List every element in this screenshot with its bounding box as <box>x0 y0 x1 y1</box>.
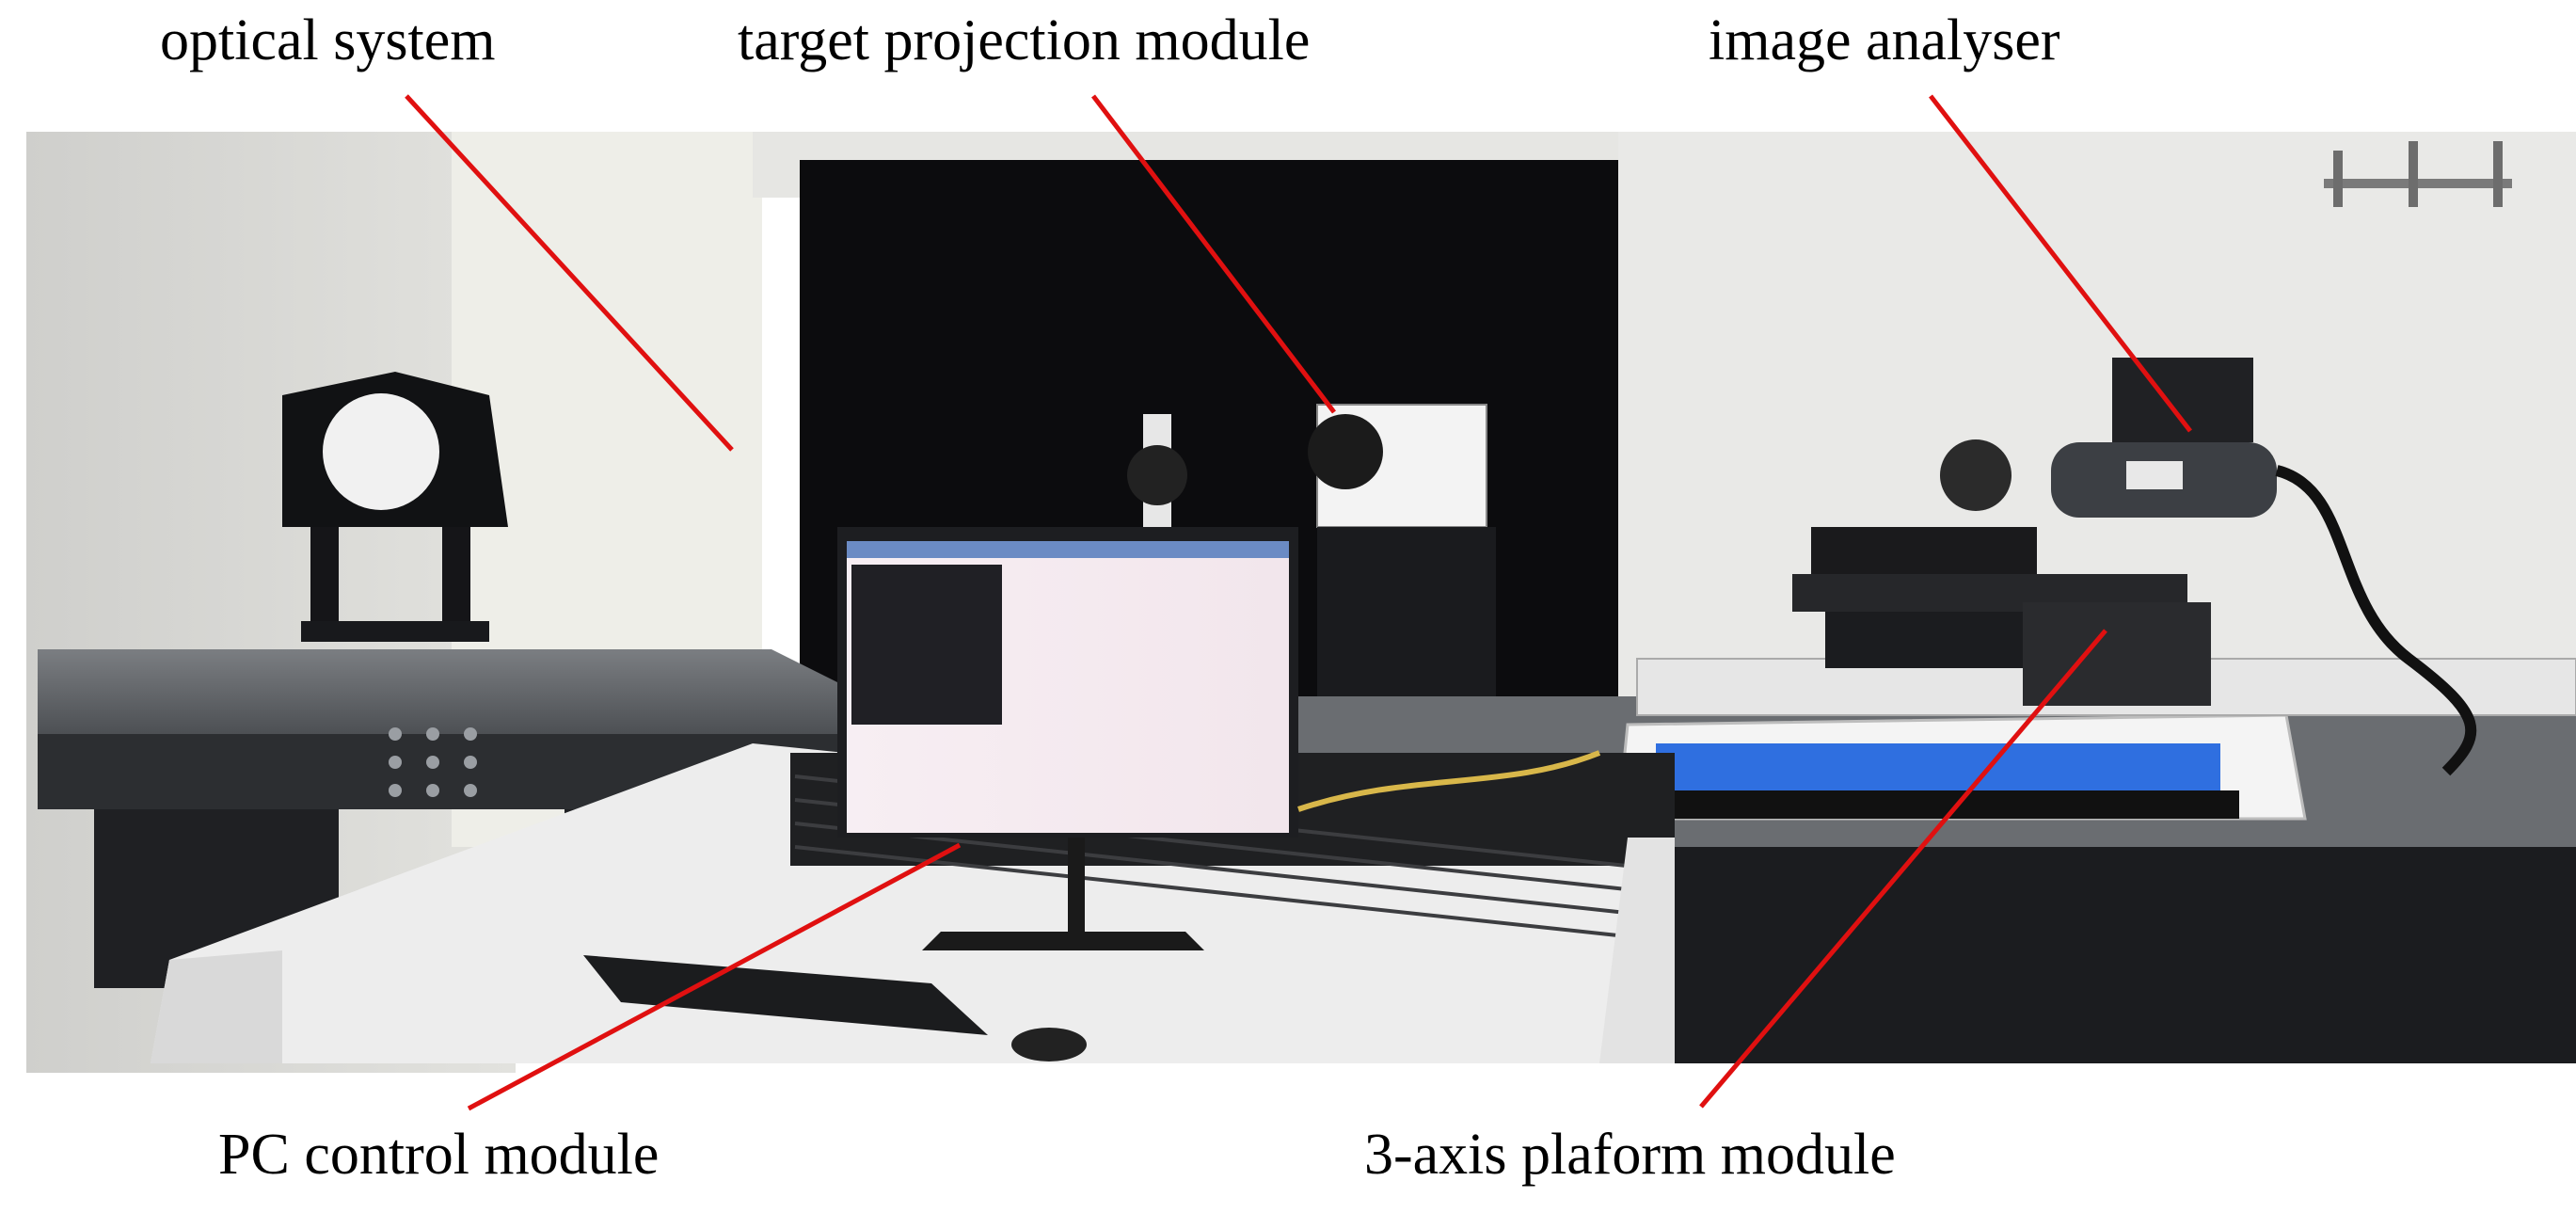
photo <box>26 132 2576 1073</box>
label-pc-control-module: PC control module <box>218 1123 660 1187</box>
table-front-holes <box>389 727 477 797</box>
wall-hooks <box>2324 141 2512 207</box>
keyboard <box>583 955 988 1035</box>
mouse <box>1011 1028 1087 1061</box>
leader-lines <box>405 94 2192 1111</box>
leader-line-optical-system <box>405 94 734 452</box>
leader-line-image-analyser <box>1929 94 2192 433</box>
image-analyser <box>2051 358 2477 776</box>
target-projection-module <box>1127 404 1496 720</box>
label-optical-system: optical system <box>160 8 496 72</box>
optical-system-mount <box>282 372 508 642</box>
leader-line-pc-control <box>467 842 962 1111</box>
three-axis-platform <box>1792 439 2211 706</box>
right-table-body <box>1656 847 2576 1063</box>
leader-line-3-axis-platform <box>1699 629 2107 1109</box>
leader-line-target-projection <box>1091 94 1336 414</box>
label-image-analyser: image analyser <box>1709 8 2060 72</box>
cables <box>1297 750 1601 812</box>
label-3-axis-platform-module: 3-axis plaform module <box>1364 1123 1896 1187</box>
optical-table-top <box>38 649 941 734</box>
pc-monitor <box>837 527 1298 950</box>
label-target-projection-module: target projection module <box>738 8 1311 72</box>
